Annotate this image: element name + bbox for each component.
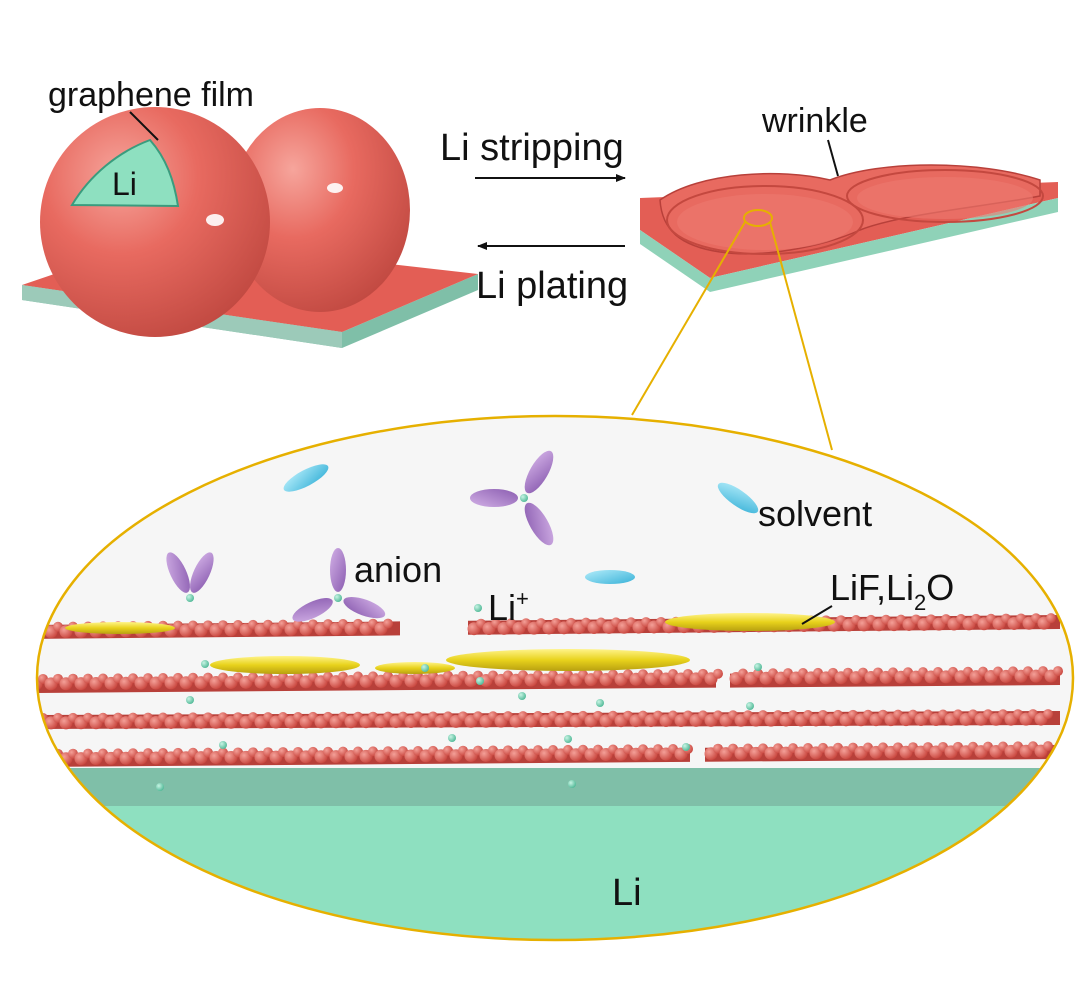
- lithium-metal: [37, 806, 1073, 940]
- carbon-atom: [1053, 666, 1063, 677]
- sei-label: LiF,Li2O: [830, 567, 954, 615]
- carbon-atom: [713, 668, 723, 679]
- sei-disc: [665, 613, 835, 631]
- carbon-atom: [38, 748, 48, 759]
- li-ion-charge: +: [516, 586, 529, 611]
- li-stripping-label: Li stripping: [440, 127, 624, 169]
- li-ion-label: Li+: [488, 586, 529, 628]
- lithium-ions: [156, 660, 762, 791]
- interface-band: [37, 768, 1073, 808]
- zoom-line-right: [769, 221, 833, 451]
- sei-disc: [65, 622, 175, 634]
- zoom-ellipse-border: [35, 414, 1075, 942]
- solvent-molecule: [585, 570, 635, 584]
- li-plating-label: Li plating: [476, 265, 628, 307]
- wrinkle-label: wrinkle: [761, 102, 868, 140]
- anion-label: anion: [354, 549, 442, 590]
- solvent-molecule: [717, 482, 759, 514]
- li-inner-label: Li: [112, 166, 137, 202]
- plated-state-illustration: Li graphene film: [22, 76, 478, 348]
- process-arrows: Li stripping Li plating: [440, 127, 628, 307]
- zoomed-interface-view: solvent anion Li+ LiF,Li2O Li: [35, 414, 1075, 942]
- left-graphene-sphere: [40, 107, 270, 337]
- sei-disc: [446, 649, 690, 671]
- zoom-spot: [743, 209, 773, 227]
- anion-molecule: [470, 450, 554, 546]
- sei-pointer: [801, 605, 833, 625]
- solvent-molecule: [283, 464, 329, 492]
- zoom-line-left: [631, 221, 746, 416]
- carbon-atom: [1046, 613, 1056, 624]
- anion-molecule: [166, 552, 214, 602]
- carbon-atom: [1043, 709, 1053, 720]
- li-bottom-label: Li: [612, 872, 642, 914]
- free-lithium-ion: [474, 604, 482, 612]
- left-base-edge: [22, 274, 478, 348]
- li-cutaway: [70, 138, 180, 208]
- carbon-atom: [1043, 741, 1053, 752]
- right-graphene-sphere: [230, 108, 410, 312]
- wrinkle-pointer: [827, 139, 839, 177]
- sei-disc: [375, 662, 455, 674]
- carbon-atom: [37, 716, 43, 730]
- stripped-state-illustration: wrinkle: [640, 102, 1058, 292]
- graphene-film-pointer: [129, 111, 159, 141]
- graphene-film-label: graphene film: [48, 76, 254, 114]
- sei-disc: [210, 656, 360, 674]
- carbon-atom: [37, 625, 43, 639]
- anion-molecule: [292, 548, 386, 622]
- solvent-label: solvent: [758, 493, 872, 534]
- carbon-atom: [37, 752, 43, 766]
- carbon-atom: [44, 752, 58, 766]
- carbon-atom: [383, 618, 393, 629]
